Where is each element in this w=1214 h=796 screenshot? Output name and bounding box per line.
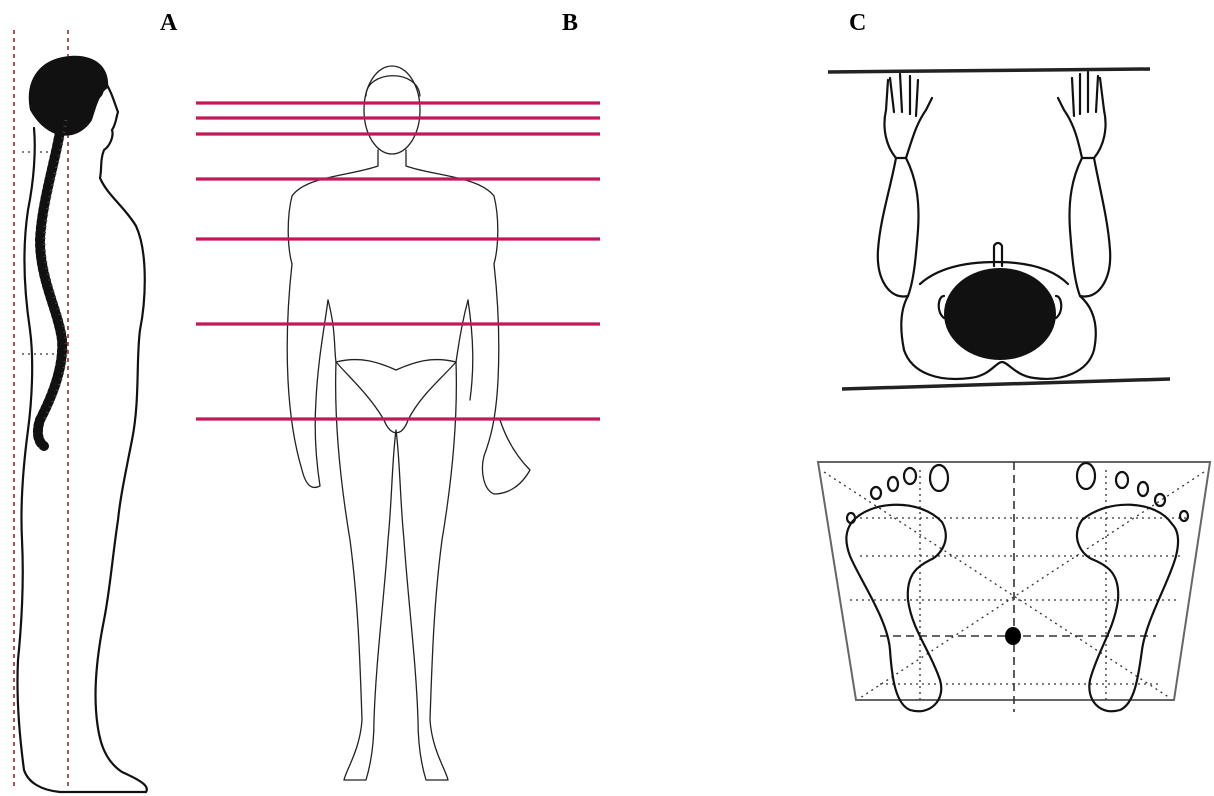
left-hand-icon	[884, 74, 932, 158]
head-hair	[29, 56, 108, 136]
head-outline	[364, 66, 420, 154]
left-toe-4	[871, 487, 881, 499]
desk-top-view	[828, 69, 1170, 389]
left-arm-top	[878, 158, 919, 297]
left-toe-2	[904, 468, 916, 484]
right-toe-2	[1116, 472, 1128, 488]
right-toe-4	[1155, 494, 1165, 506]
footprint-platform	[818, 462, 1210, 712]
pelvis-outline	[328, 300, 468, 433]
legs-outline	[336, 362, 457, 780]
left-arm-outline	[287, 264, 328, 487]
left-toe-5	[847, 513, 855, 523]
right-hand-icon	[1058, 72, 1106, 158]
left-toe-1	[930, 465, 948, 491]
desk-edge-bottom	[842, 379, 1170, 389]
spine-icon	[38, 120, 62, 446]
head-top-view	[944, 268, 1056, 360]
right-footprint-icon	[1077, 505, 1178, 712]
left-toe-3	[888, 477, 898, 491]
body-outline-front	[60, 80, 147, 792]
torso-outline	[288, 150, 498, 264]
center-of-pressure-dot	[1005, 627, 1021, 645]
right-toe-3	[1138, 482, 1148, 496]
desk-edge-top	[828, 69, 1150, 72]
right-toe-5	[1180, 511, 1188, 521]
front-view-figure	[196, 66, 600, 780]
reference-lines	[196, 103, 600, 419]
right-arm-top	[1070, 158, 1111, 297]
side-view-figure	[14, 30, 147, 792]
right-arm-outline	[468, 264, 530, 494]
left-footprint-icon	[846, 505, 945, 712]
right-toe-1	[1077, 463, 1095, 489]
